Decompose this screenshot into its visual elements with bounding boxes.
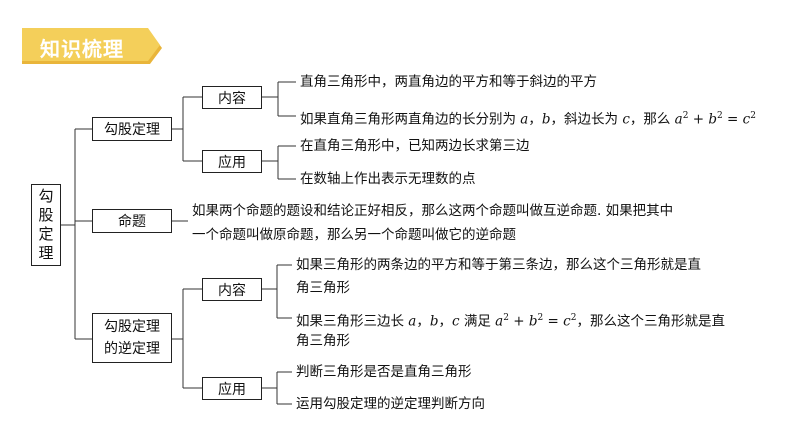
node-proposition: 命题 (92, 209, 172, 233)
node-converse-content: 内容 (202, 278, 262, 301)
node-pythagoras: 勾股定理 (92, 117, 172, 141)
leaf-text: 运用勾股定理的逆定理判断方向 (296, 396, 485, 412)
root-node: 勾 股 定 理 (31, 184, 61, 266)
leaf-text: 直角三角形中，两直角边的平方和等于斜边的平方 (300, 74, 597, 90)
node-converse-label-2: 的逆定理 (104, 341, 160, 357)
proposition-line-2: 一个命题叫做原命题，那么另一个命题叫做它的逆命题 (192, 227, 516, 243)
node-label: 应用 (218, 381, 246, 398)
node-pythagoras-label: 勾股定理 (104, 122, 160, 138)
node-converse-application: 应用 (202, 377, 262, 400)
node-proposition-label: 命题 (118, 214, 146, 230)
banner-title: 知识梳理 (40, 37, 124, 61)
leaf-text: 在数轴上作出表示无理数的点 (300, 171, 476, 187)
root-char: 定 (38, 225, 54, 243)
section-banner: 知识梳理 (22, 28, 164, 64)
leaf-text: 在直角三角形中，已知两边长求第三边 (300, 138, 530, 154)
leaf-text: 如果三角形的两条边的平方和等于第三条边，那么这个三角形就是直 (296, 257, 701, 273)
proposition-line-1: 如果两个命题的题设和结论正好相反，那么这两个命题叫做互逆命题. 如果把其中 (192, 203, 674, 219)
leaf-text: 角三角形 (296, 280, 350, 296)
leaf-text-formula: 如果三角形三边长 a，b，c 满足 a2 + b2 = c2，那么这个三角形就是… (296, 313, 725, 330)
node-label: 内容 (218, 282, 246, 299)
node-label: 内容 (218, 90, 246, 107)
root-char: 勾 (38, 187, 54, 205)
banner-shape (22, 28, 162, 64)
node-converse: 勾股定理 的逆定理 (92, 313, 172, 363)
node-pythagoras-application: 应用 (202, 150, 262, 173)
leaf-text-formula: 如果直角三角形两直角边的长分别为 a，b，斜边长为 c，那么 a2 + b2 =… (300, 111, 756, 128)
leaf-text: 角三角形 (296, 333, 350, 349)
root-char: 股 (38, 206, 54, 224)
node-converse-label-1: 勾股定理 (104, 319, 160, 335)
node-pythagoras-content: 内容 (202, 86, 262, 109)
node-label: 应用 (218, 154, 246, 171)
leaf-text: 判断三角形是否是直角三角形 (296, 364, 472, 380)
root-char: 理 (38, 244, 54, 262)
